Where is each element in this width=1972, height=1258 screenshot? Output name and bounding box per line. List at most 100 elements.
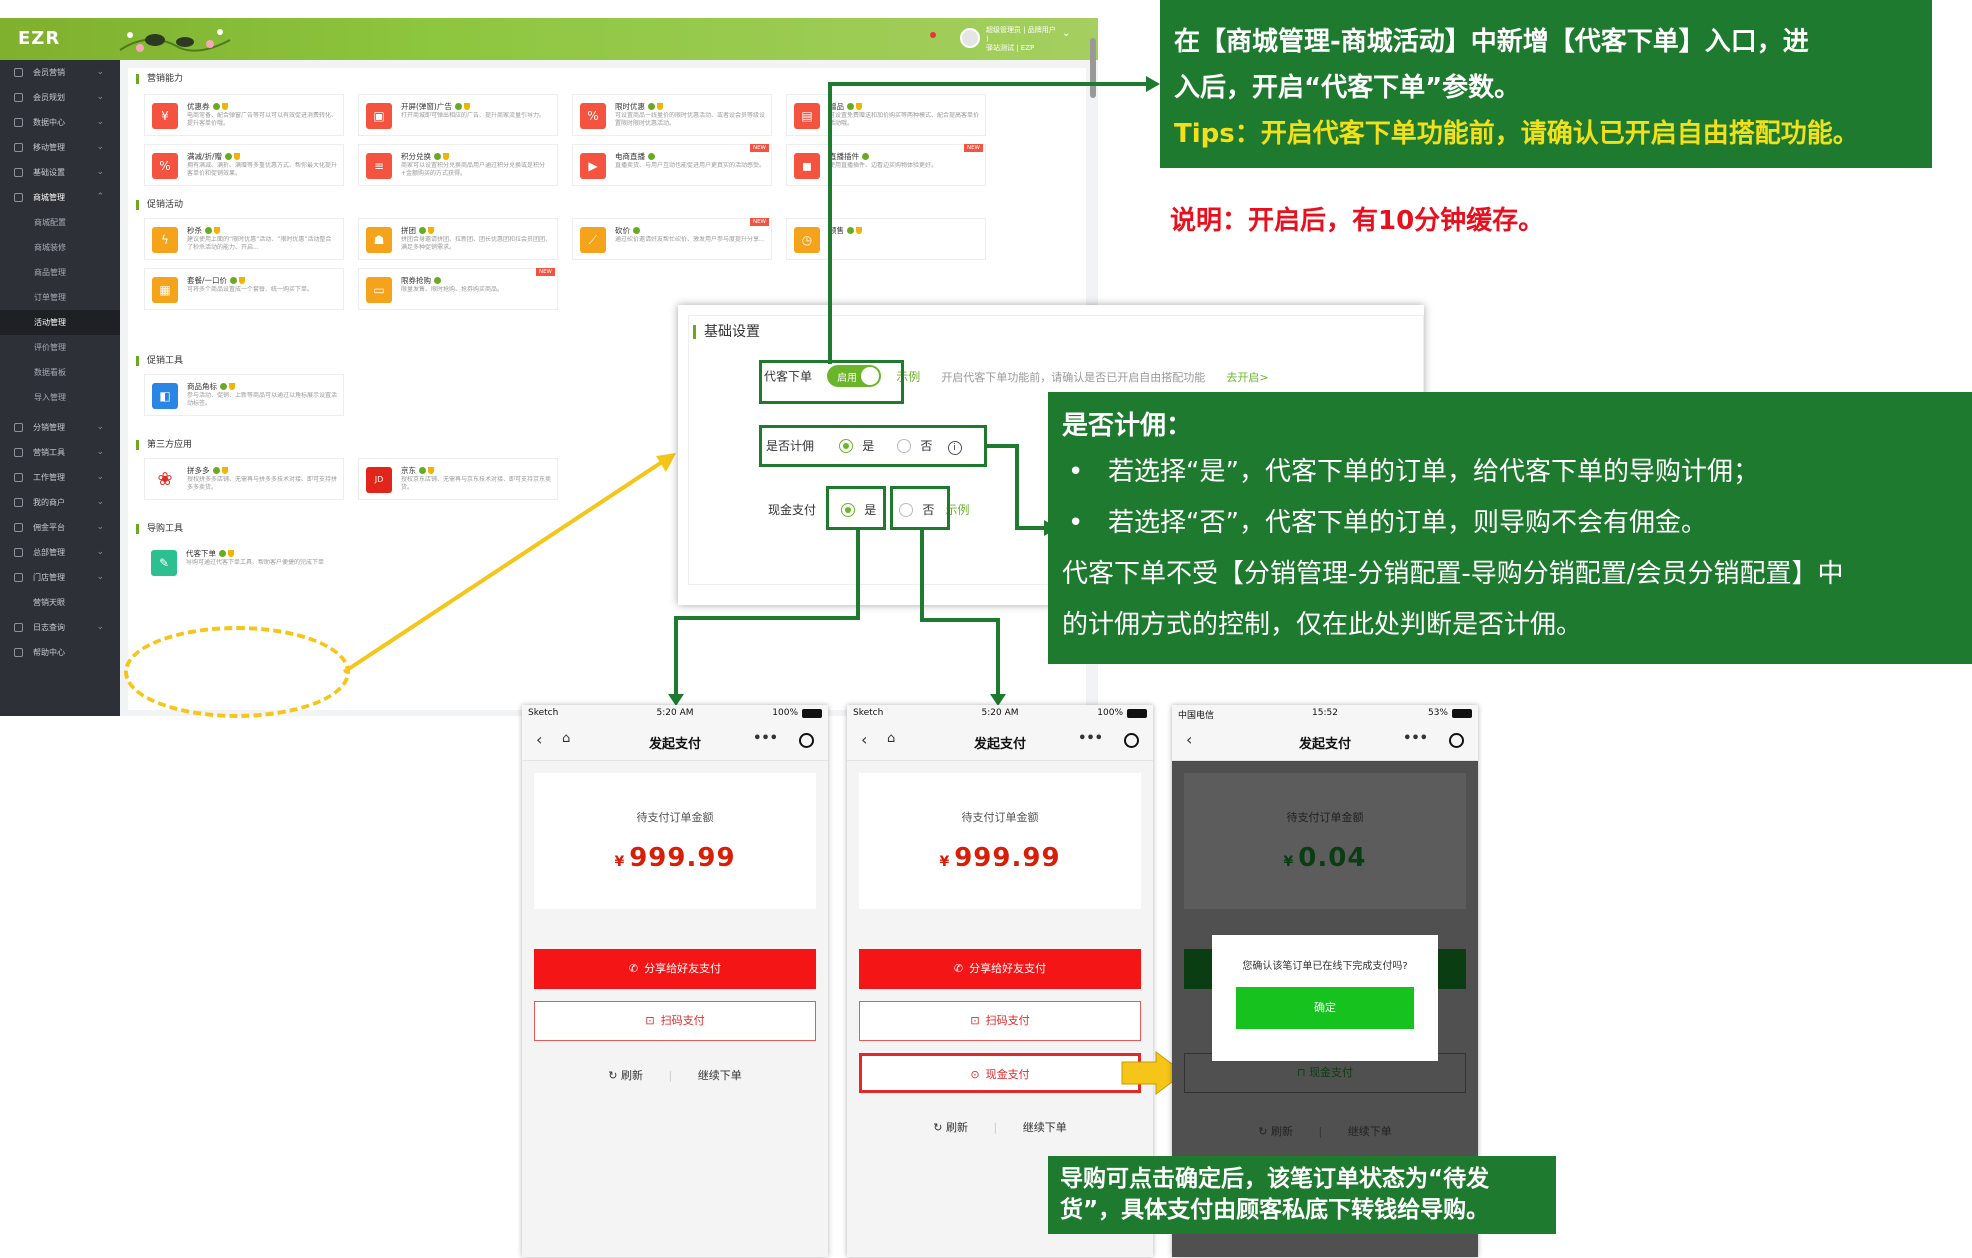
feature-pinduoduo[interactable]: ❀拼多多授权拼多多店铺、无需再与拼多多技术对接、即可支持拼多多卖货。: [144, 458, 344, 500]
feature-proxy-order[interactable]: ✎代客下单导购可通过代客下单工具、帮助客户便捷的完成下单: [144, 542, 344, 584]
callout-commission-title: 是否计佣：: [1062, 411, 1193, 441]
feature-points-exchange[interactable]: ≡积分兑换商家可以设置积分兑换商品用户通过积分兑换或是积分+金额购买的方式获得。: [358, 144, 558, 186]
sidebar-sub-item[interactable]: 数据看板: [34, 368, 66, 377]
refresh-link[interactable]: ↻ 刷新: [608, 1069, 643, 1082]
sidebar-item-more[interactable]: 佣金平台⌄: [0, 515, 120, 540]
proxy-order-toggle[interactable]: 启用: [827, 365, 882, 387]
user-info[interactable]: 超级管理员 | 品牌用户 ) 驿站测试 | EZP: [986, 26, 1086, 53]
sidebar-item-5[interactable]: 商城管理⌃: [0, 185, 120, 210]
commission-yes-radio[interactable]: [839, 438, 854, 453]
commission-row: 是否计佣 是 否 i: [766, 435, 962, 455]
scan-pay-button[interactable]: ⊡扫码支付: [859, 1001, 1141, 1041]
user-avatar[interactable]: [960, 28, 980, 48]
feature-gift[interactable]: ▤赠品可设置免费赠送和加价购买等两种模式、配合提高客单价活动哦。: [786, 94, 986, 136]
feature-bargain[interactable]: ⟋砍价通过砍价邀请好友帮忙砍价、激发用户参与度提升分享...NEW: [572, 218, 772, 260]
close-miniapp-icon[interactable]: [799, 733, 814, 748]
feature-title: 商品角标: [187, 381, 235, 392]
sidebar-item-more[interactable]: 营销天眼: [0, 590, 120, 615]
feature-desc: 拥有满减、满折、满赠等多重优惠方式、帮你最大化提升客单价和促销效果。: [187, 162, 337, 177]
sidebar-sub-item[interactable]: 订单管理: [34, 293, 66, 302]
sidebar-sub-item-active[interactable]: 活动管理: [0, 310, 120, 335]
connector-line: [1015, 526, 1047, 530]
refresh-link[interactable]: ↻ 刷新: [1258, 1125, 1293, 1138]
sidebar-item-more[interactable]: 营销工具⌄: [0, 440, 120, 465]
battery-level: 53%: [1427, 708, 1448, 718]
confirm-button[interactable]: 确定: [1236, 987, 1414, 1029]
home-icon[interactable]: ⌂: [562, 731, 571, 746]
sidebar-sub-item[interactable]: 商品管理: [34, 268, 66, 277]
feature-popup-ad[interactable]: ▣开屏(弹窗)广告打开商城即可弹出相应的广告、提升商家流量引导力。: [358, 94, 558, 136]
confirm-dialog: 您确认该笔订单已在线下完成支付吗? 确定: [1212, 935, 1438, 1061]
menu-icon: [14, 93, 23, 102]
feature-desc: 可设置商品一线量价的限时优惠活动、或者设会员等级设置限时限时优惠活动。: [615, 112, 765, 127]
sidebar-item-more[interactable]: 分销管理⌄: [0, 415, 120, 440]
feature-title: 拼多多: [187, 465, 228, 476]
feature-title: 满减/折/赠: [187, 151, 241, 162]
more-icon[interactable]: •••: [753, 731, 778, 746]
feature-product-badge[interactable]: ◧商品角标参与活动、促销、上新等商品可以通过以角标展示设置活动标签。: [144, 374, 344, 416]
feature-desc: 建议使用上面的“限时优惠”活动、“限时优惠”活动整合了秒杀活动的能力、开启...: [187, 236, 332, 251]
feature-coupon-rush[interactable]: ▭限券抢购限量发售、限时抢购、抢券购买商品。NEW: [358, 268, 558, 310]
sidebar-sub-item[interactable]: 导入管理: [34, 393, 66, 402]
feature-group-buy[interactable]: ☗拼团拼团合身邀请拼团、拉新团、团长优惠团和拉会员团团、满足多种促销需求。: [358, 218, 558, 260]
cash-no-radio[interactable]: [899, 502, 914, 517]
home-icon[interactable]: ⌂: [887, 731, 896, 746]
feature-flash-discount[interactable]: %限时优惠可设置商品一线量价的限时优惠活动、或者设会员等级设置限时限时优惠活动。: [572, 94, 772, 136]
close-miniapp-icon[interactable]: [1124, 733, 1139, 748]
notification-dot-icon[interactable]: [930, 32, 936, 38]
commission-no-radio[interactable]: [897, 438, 912, 453]
sidebar-item-more[interactable]: 我的商户⌄: [0, 490, 120, 515]
sidebar-item-more[interactable]: 门店管理⌄: [0, 565, 120, 590]
feature-presale[interactable]: ◷预售: [786, 218, 986, 260]
continue-order-link[interactable]: 继续下单: [1347, 1125, 1392, 1138]
feature-bundle[interactable]: ▦套餐/一口价可将多个商品设置成一个套餐、统一购买下单。: [144, 268, 344, 310]
share-pay-button[interactable]: ✆分享给好友支付: [534, 949, 816, 989]
feature-full-reduction[interactable]: %满减/折/赠拥有满减、满折、满赠等多重优惠方式、帮你最大化提升客单价和促销效果…: [144, 144, 344, 186]
feature-desc: 限量发售、限时抢购、抢券购买商品。: [401, 286, 504, 293]
feature-title: 套餐/一口价: [187, 275, 246, 286]
back-icon[interactable]: ‹: [1186, 730, 1193, 749]
example-link[interactable]: 示例: [945, 503, 970, 517]
info-icon[interactable]: i: [947, 441, 962, 455]
refresh-link[interactable]: ↻ 刷新: [933, 1121, 968, 1134]
sidebar-label: 会员规划: [33, 93, 65, 102]
more-icon[interactable]: •••: [1403, 731, 1428, 746]
sidebar-item-more[interactable]: 工作管理⌄: [0, 465, 120, 490]
close-miniapp-icon[interactable]: [1449, 733, 1464, 748]
back-icon[interactable]: ‹: [861, 730, 868, 749]
feature-live-plugin[interactable]: ◼直播插件使用直播插件、边看边买购物体验更好。NEW: [786, 144, 986, 186]
sidebar-label: 日志查询: [33, 623, 65, 632]
sidebar-sub-item[interactable]: 评价管理: [34, 343, 66, 352]
sidebar-item-more[interactable]: 帮助中心: [0, 640, 120, 665]
go-enable-link[interactable]: 去开启>: [1226, 370, 1269, 384]
back-icon[interactable]: ‹: [536, 730, 543, 749]
cash-pay-button[interactable]: ⊙现金支付: [859, 1053, 1141, 1093]
continue-order-link[interactable]: 继续下单: [1022, 1121, 1067, 1134]
sidebar-item-4[interactable]: 基础设置⌄: [0, 160, 120, 185]
cash-yes-radio[interactable]: [841, 502, 856, 517]
share-pay-button[interactable]: ✆分享给好友支付: [859, 949, 1141, 989]
sidebar-sub-item[interactable]: 商城装修: [34, 243, 66, 252]
page-title: 发起支付: [648, 737, 701, 752]
feature-coupon[interactable]: ¥优惠券电商常备、配合弹窗广告等可以可以有效促进消费转化、提升客单价哦。: [144, 94, 344, 136]
bottom-links: ↻ 刷新 | 继续下单: [933, 1121, 1067, 1134]
cash-yes-label: 是: [864, 503, 877, 517]
continue-order-link[interactable]: 继续下单: [697, 1069, 742, 1082]
sidebar-item-0[interactable]: 会员营销⌄: [0, 60, 120, 85]
sidebar-sub-item[interactable]: 商城配置: [34, 218, 66, 227]
sidebar-item-1[interactable]: 会员规划⌄: [0, 85, 120, 110]
sidebar-item-more[interactable]: 日志查询⌄: [0, 615, 120, 640]
scan-pay-button[interactable]: ⊡扫码支付: [534, 1001, 816, 1041]
sidebar-label: 佣金平台: [33, 523, 65, 532]
sidebar-item-more[interactable]: 总部管理⌄: [0, 540, 120, 565]
feature-live-commerce[interactable]: ▶电商直播直播卖货、与用户互动也能促进用户更真实的活动感受。NEW: [572, 144, 772, 186]
sidebar-item-3[interactable]: 移动管理⌄: [0, 135, 120, 160]
battery-icon: [1127, 709, 1147, 718]
more-icon[interactable]: •••: [1078, 731, 1103, 746]
user-dropdown-chevron-icon[interactable]: ⌄: [1062, 28, 1071, 39]
sidebar-item-2[interactable]: 数据中心⌄: [0, 110, 120, 135]
scrollbar[interactable]: [1090, 38, 1096, 98]
connector-line: [828, 82, 832, 364]
